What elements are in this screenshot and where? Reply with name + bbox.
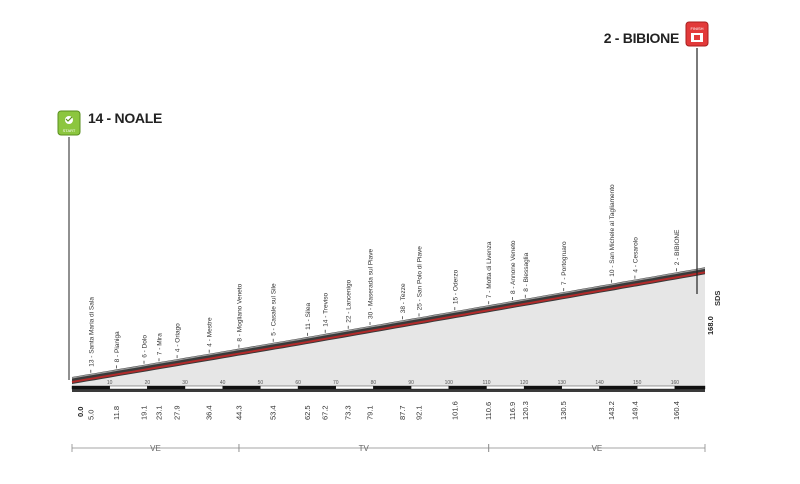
- finish-town-label: 2 - BIBIONE: [604, 30, 679, 46]
- waypoint-name: 4 - Mestre: [207, 317, 214, 347]
- waypoint-name: 10 - San Michele al Tagliamento: [609, 184, 616, 277]
- waypoint-km: 23.1: [155, 405, 164, 420]
- base-segment: [222, 385, 261, 390]
- waypoint-name: 2 - BIBIONE: [674, 229, 681, 265]
- kilometer-base-bar: [71, 385, 706, 390]
- profile-band: [72, 274, 705, 386]
- base-segment: [523, 385, 562, 390]
- base-segment: [674, 385, 706, 390]
- province-label: TV: [359, 444, 370, 453]
- base-segment: [448, 385, 487, 390]
- waypoint-name: 11 - Silea: [305, 303, 312, 330]
- distance-tick: 110: [483, 380, 491, 386]
- waypoint-name: 4 - Cesarolo: [632, 237, 639, 273]
- waypoint-km: 116.9: [508, 402, 517, 420]
- waypoint-km: 67.2: [321, 405, 330, 420]
- province-brackets: VE TV VE: [71, 444, 706, 453]
- distance-tick: 20: [145, 380, 151, 386]
- waypoint-name: 14 - Treviso: [323, 292, 330, 326]
- distance-tick: 60: [295, 380, 301, 386]
- waypoint-name: 30 - Maserada sul Piave: [368, 249, 375, 319]
- finish-km-label: 168.0: [706, 316, 715, 335]
- waypoint-km: 73.3: [344, 405, 353, 420]
- waypoint-name: 8 - Annone Veneto: [510, 240, 517, 294]
- distance-ticks: 10 20 30 40 50 60 70 80 90 100 110 120 130 140 150 160: [107, 380, 679, 386]
- base-segment: [109, 385, 148, 390]
- waypoint-name: 8 - Mogliano Veneto: [236, 283, 243, 341]
- start-town-label: 14 - NOALE: [88, 110, 162, 126]
- waypoint-km: 110.6: [484, 402, 493, 420]
- waypoint-name: 7 - Mira: [157, 333, 164, 355]
- waypoint-name: 15 - Oderzo: [452, 269, 459, 304]
- waypoint-name: 13 - Santa Maria di Sala: [88, 297, 95, 367]
- base-segment: [335, 385, 374, 390]
- base-segment: [297, 385, 337, 390]
- base-segment: [410, 385, 450, 390]
- start-badge-text: START: [63, 128, 76, 133]
- distance-tick: 10: [107, 380, 113, 386]
- waypoint-km: 44.3: [234, 405, 243, 420]
- waypoint-km: 120.3: [521, 401, 530, 420]
- waypoint-km: 11.8: [112, 406, 121, 420]
- waypoint-km: 149.4: [630, 401, 639, 420]
- province-label: VE: [592, 444, 603, 453]
- waypoint-labels: 13 - Santa Maria di Sala 8 - Pianiga 6 - D…: [88, 184, 681, 373]
- profile-highlight: [71, 267, 706, 379]
- waypoint-name: 7 - Motta di Livenza: [486, 241, 493, 298]
- waypoint-km: 79.1: [366, 405, 375, 420]
- waypoint-km: 143.2: [607, 401, 616, 420]
- finish-badge-text: FINISH: [690, 26, 703, 31]
- elevation-profile: 10 20 30 40 50 60 70 80 90 100 110 120 130 140 150 160: [71, 267, 706, 392]
- distance-tick: 120: [520, 380, 529, 386]
- distance-tick: 50: [258, 380, 264, 386]
- distance-tick: 40: [220, 380, 226, 386]
- waypoint-name: 38 - Tezze: [400, 283, 407, 313]
- distance-tick: 100: [445, 380, 454, 386]
- waypoint-km: 130.5: [559, 401, 568, 420]
- waypoint-name: 6 - Dolo: [142, 335, 149, 358]
- start-flag-icon: START: [57, 110, 81, 136]
- distance-tick: 30: [182, 380, 188, 386]
- start-km-label: 0.0: [76, 407, 85, 417]
- waypoint-name: 8 - Pianiga: [114, 331, 121, 362]
- distance-tick: 130: [558, 380, 567, 386]
- waypoint-km: 5.0: [86, 410, 95, 420]
- distance-tick: 90: [408, 380, 414, 386]
- waypoint-km: 92.1: [415, 405, 424, 420]
- finish-altitude-label: SDS: [713, 291, 722, 306]
- base-segment: [599, 385, 638, 390]
- base-segment: [184, 385, 223, 390]
- base-segment: [147, 385, 186, 390]
- waypoint-km: 101.6: [450, 401, 459, 420]
- waypoint-name: 4 - Oriago: [175, 323, 182, 352]
- waypoint-name: 25 - San Polo di Piave: [417, 246, 424, 311]
- waypoint-km: 36.4: [205, 405, 214, 420]
- base-segment: [260, 385, 299, 390]
- distance-tick: 150: [633, 380, 642, 386]
- waypoint-km: 160.4: [672, 401, 681, 420]
- kilometer-labels: 5.0 11.8 19.1 23.1 27.9 36.4 44.3 53.4 62.5 67.2 7…: [86, 401, 681, 420]
- finish-flag-icon: FINISH: [685, 21, 709, 47]
- profile-stripe: [71, 271, 706, 383]
- province-label: VE: [150, 444, 161, 453]
- waypoint-km: 27.9: [173, 405, 182, 420]
- distance-tick: 70: [333, 380, 339, 386]
- waypoint-km: 19.1: [140, 405, 149, 420]
- distance-tick: 80: [371, 380, 377, 386]
- waypoint-name: 22 - Lancenigo: [346, 279, 353, 322]
- waypoint-km: 53.4: [269, 405, 278, 420]
- waypoint-name: 5 - Casale sul Sile: [271, 283, 278, 336]
- base-segment: [71, 385, 110, 390]
- waypoint-name: 8 - Blessaglia: [523, 252, 530, 291]
- base-segment: [373, 385, 412, 390]
- base-segment: [486, 385, 525, 390]
- waypoint-km: 87.7: [398, 405, 407, 420]
- waypoint-km: 62.5: [303, 405, 312, 420]
- base-segment: [561, 385, 600, 390]
- waypoint-name: 7 - Portogruaro: [561, 241, 568, 285]
- distance-tick: 160: [671, 380, 680, 386]
- distance-tick: 140: [595, 380, 604, 386]
- base-segment: [637, 385, 676, 390]
